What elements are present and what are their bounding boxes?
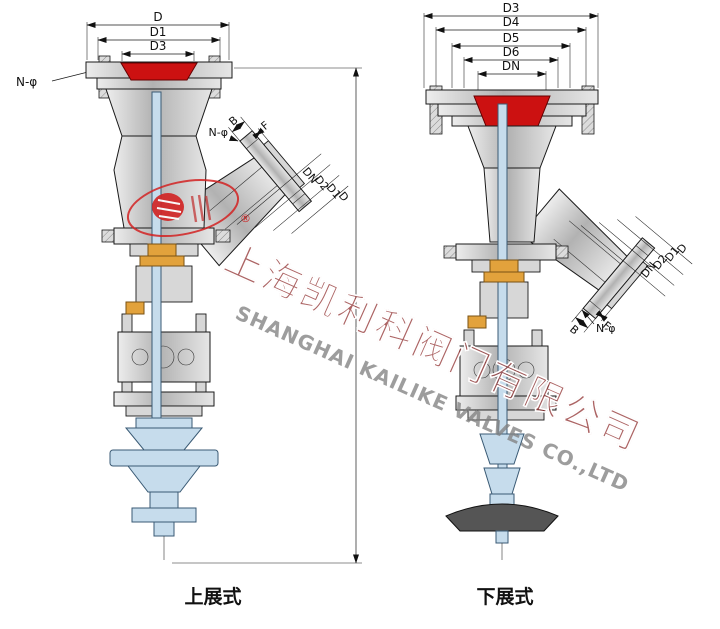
left-disc-cone-lower <box>126 465 202 493</box>
dim-label-d3-top-left: D3 <box>150 39 167 53</box>
brand-logo-mark <box>152 193 212 223</box>
right-body-neck <box>467 125 557 169</box>
dim-label-d5-top-right: D5 <box>503 31 520 45</box>
left-disc-plate <box>109 449 219 467</box>
registered-mark: ® <box>240 212 251 225</box>
dim-label-b-branch-right: B <box>567 323 581 338</box>
right-view-caption: 下展式 <box>476 585 533 608</box>
left-disc-hub <box>149 491 179 509</box>
right-yoke-nut <box>467 315 487 329</box>
left-yoke-base-plate <box>113 391 215 407</box>
left-valve-body <box>85 55 233 560</box>
left-disc-flange <box>135 417 193 429</box>
left-view-caption: 上展式 <box>184 585 241 608</box>
dim-label-nphi-top-left: N-φ <box>16 75 37 89</box>
brand-logo-ellipse <box>126 179 240 237</box>
dim-label-d-top-left: D <box>153 10 162 24</box>
left-valve-view: D D1 D3 N-φ DN D2 D1 D <box>16 10 362 608</box>
right-valve-body <box>425 85 599 560</box>
left-bonnet-bolt-right <box>215 229 231 243</box>
left-disc-tip <box>153 521 175 537</box>
dim-label-d1-top-left: D1 <box>150 25 167 39</box>
left-yoke-nut <box>125 301 145 315</box>
right-branch-flange-face <box>606 261 649 310</box>
left-bearing-right <box>177 348 195 366</box>
right-disc-guide <box>479 433 525 465</box>
dim-label-d3-top-right: D3 <box>503 1 520 15</box>
dim-label-dn-top-right: DN <box>502 59 520 73</box>
right-top-dimensions: D3 D4 D5 D6 DN <box>423 1 599 92</box>
right-body-chamber <box>483 167 541 243</box>
dim-label-nphi-branch-right: N-φ <box>596 322 615 335</box>
left-yoke-bearing-housing <box>117 331 211 383</box>
left-bearing-left <box>131 348 149 366</box>
left-disc-cone-upper <box>124 427 204 451</box>
dim-label-d6-top-right: D6 <box>503 45 520 59</box>
left-height-dimension <box>172 67 362 564</box>
left-disc-lower-plate <box>131 507 197 523</box>
left-branch-flange-face <box>263 140 306 189</box>
right-disc-tip <box>495 530 509 544</box>
dim-label-d4-top-right: D4 <box>503 15 520 29</box>
right-disc-cone <box>483 467 521 495</box>
right-valve-view: D3 D4 D5 D6 DN DN D2 D1 D B F N-φ <box>423 1 693 608</box>
dim-label-f-branch-left: F <box>259 119 272 133</box>
left-yoke-base-step <box>125 405 203 417</box>
dim-label-nphi-branch-left: N-φ <box>209 126 228 139</box>
right-packing-ring <box>483 271 525 283</box>
right-valve-seat-red <box>473 95 551 127</box>
left-packing-ring <box>139 255 185 267</box>
left-stuffing-box <box>135 265 193 303</box>
right-bearing-left <box>473 361 491 379</box>
right-disc-umbrella <box>445 503 559 532</box>
right-bearing-right <box>517 361 535 379</box>
left-valve-seat-red <box>120 62 198 81</box>
